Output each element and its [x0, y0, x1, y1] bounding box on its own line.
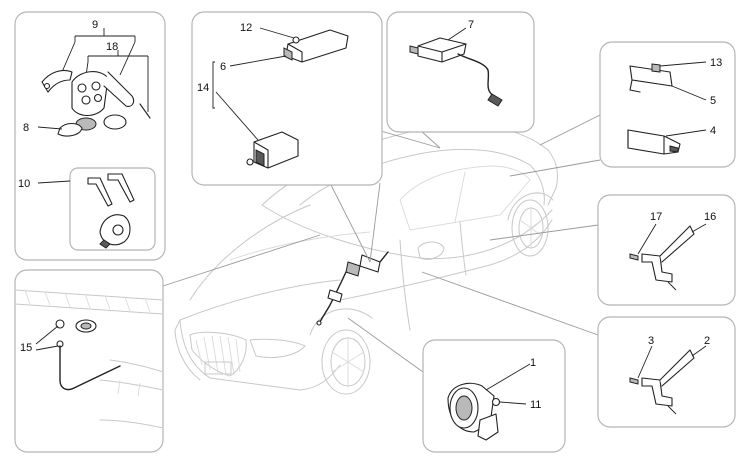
panel-siren	[422, 339, 566, 453]
part-8	[57, 122, 83, 137]
label-16: 16	[704, 211, 716, 223]
label-8: 8	[23, 122, 29, 134]
panel-17-16	[597, 194, 736, 306]
panel-antenna-7	[386, 11, 535, 133]
label-1: 1	[530, 357, 536, 369]
key-blank-a	[87, 177, 113, 207]
label-17: 17	[650, 211, 662, 223]
panel-13-5-4	[599, 41, 736, 168]
ring	[103, 114, 127, 130]
panel-3-2	[597, 316, 736, 428]
label-12: 12	[240, 22, 252, 34]
part-7	[417, 37, 467, 63]
label-13: 13	[710, 57, 722, 69]
label-7: 7	[468, 19, 474, 31]
label-3: 3	[648, 335, 654, 347]
part-16-bracket	[641, 253, 673, 283]
panel-antenna	[191, 11, 383, 186]
label-10: 10	[18, 178, 30, 190]
label-9: 9	[92, 19, 98, 31]
panel-15	[14, 269, 164, 453]
key-fob	[71, 71, 109, 117]
callout-lines	[162, 114, 601, 373]
key-blank-b	[107, 173, 135, 203]
label-18: 18	[106, 41, 118, 53]
label-14: 14	[197, 82, 209, 94]
label-2: 2	[704, 335, 710, 347]
part-2-bracket	[641, 377, 673, 407]
callout-numbers: 9 18 8 10 12 6 14 7 13 5 4 17 16 3 2 1 1…	[18, 19, 722, 411]
label-15: 15	[20, 342, 32, 354]
key-case	[103, 71, 135, 107]
label-5: 5	[710, 95, 716, 107]
label-6: 6	[220, 61, 226, 73]
label-4: 4	[710, 125, 716, 137]
label-11: 11	[530, 399, 541, 411]
panel-keys	[14, 11, 166, 261]
under-hood-parts	[316, 251, 389, 326]
